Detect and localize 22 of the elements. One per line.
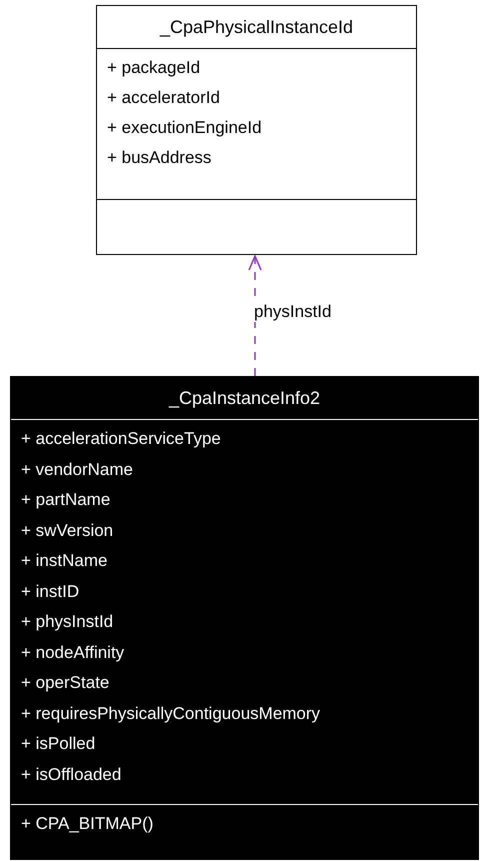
class-box — [96, 5, 417, 255]
class-name: _CpaPhysicalInstanceId — [158, 16, 354, 39]
member-text: + operState — [21, 672, 110, 694]
member-text: + busAddress — [107, 147, 212, 169]
class-box — [10, 376, 479, 860]
class-name: _CpaInstanceInfo2 — [168, 386, 322, 410]
member-text: + swVersion — [21, 520, 114, 542]
member-text: + physInstId — [21, 611, 114, 633]
member-text: + CPA_BITMAP() — [21, 813, 154, 835]
member-text: + isOffloaded — [21, 764, 122, 786]
member-text: + nodeAffinity — [21, 642, 124, 664]
member-text: + executionEngineId — [107, 117, 262, 139]
member-text: + instName — [21, 550, 108, 572]
member-text: + packageId — [107, 57, 200, 79]
member-text: + partName — [21, 489, 110, 511]
member-text: + accelerationServiceType — [21, 428, 221, 450]
member-text: + instID — [21, 580, 80, 602]
member-text: + acceleratorId — [107, 87, 220, 109]
member-text: + isPolled — [21, 733, 96, 755]
member-text: + requiresPhysicallyContiguousMemory — [21, 702, 320, 724]
member-text: + vendorName — [21, 458, 133, 480]
edge-label: physInstId — [252, 302, 334, 322]
